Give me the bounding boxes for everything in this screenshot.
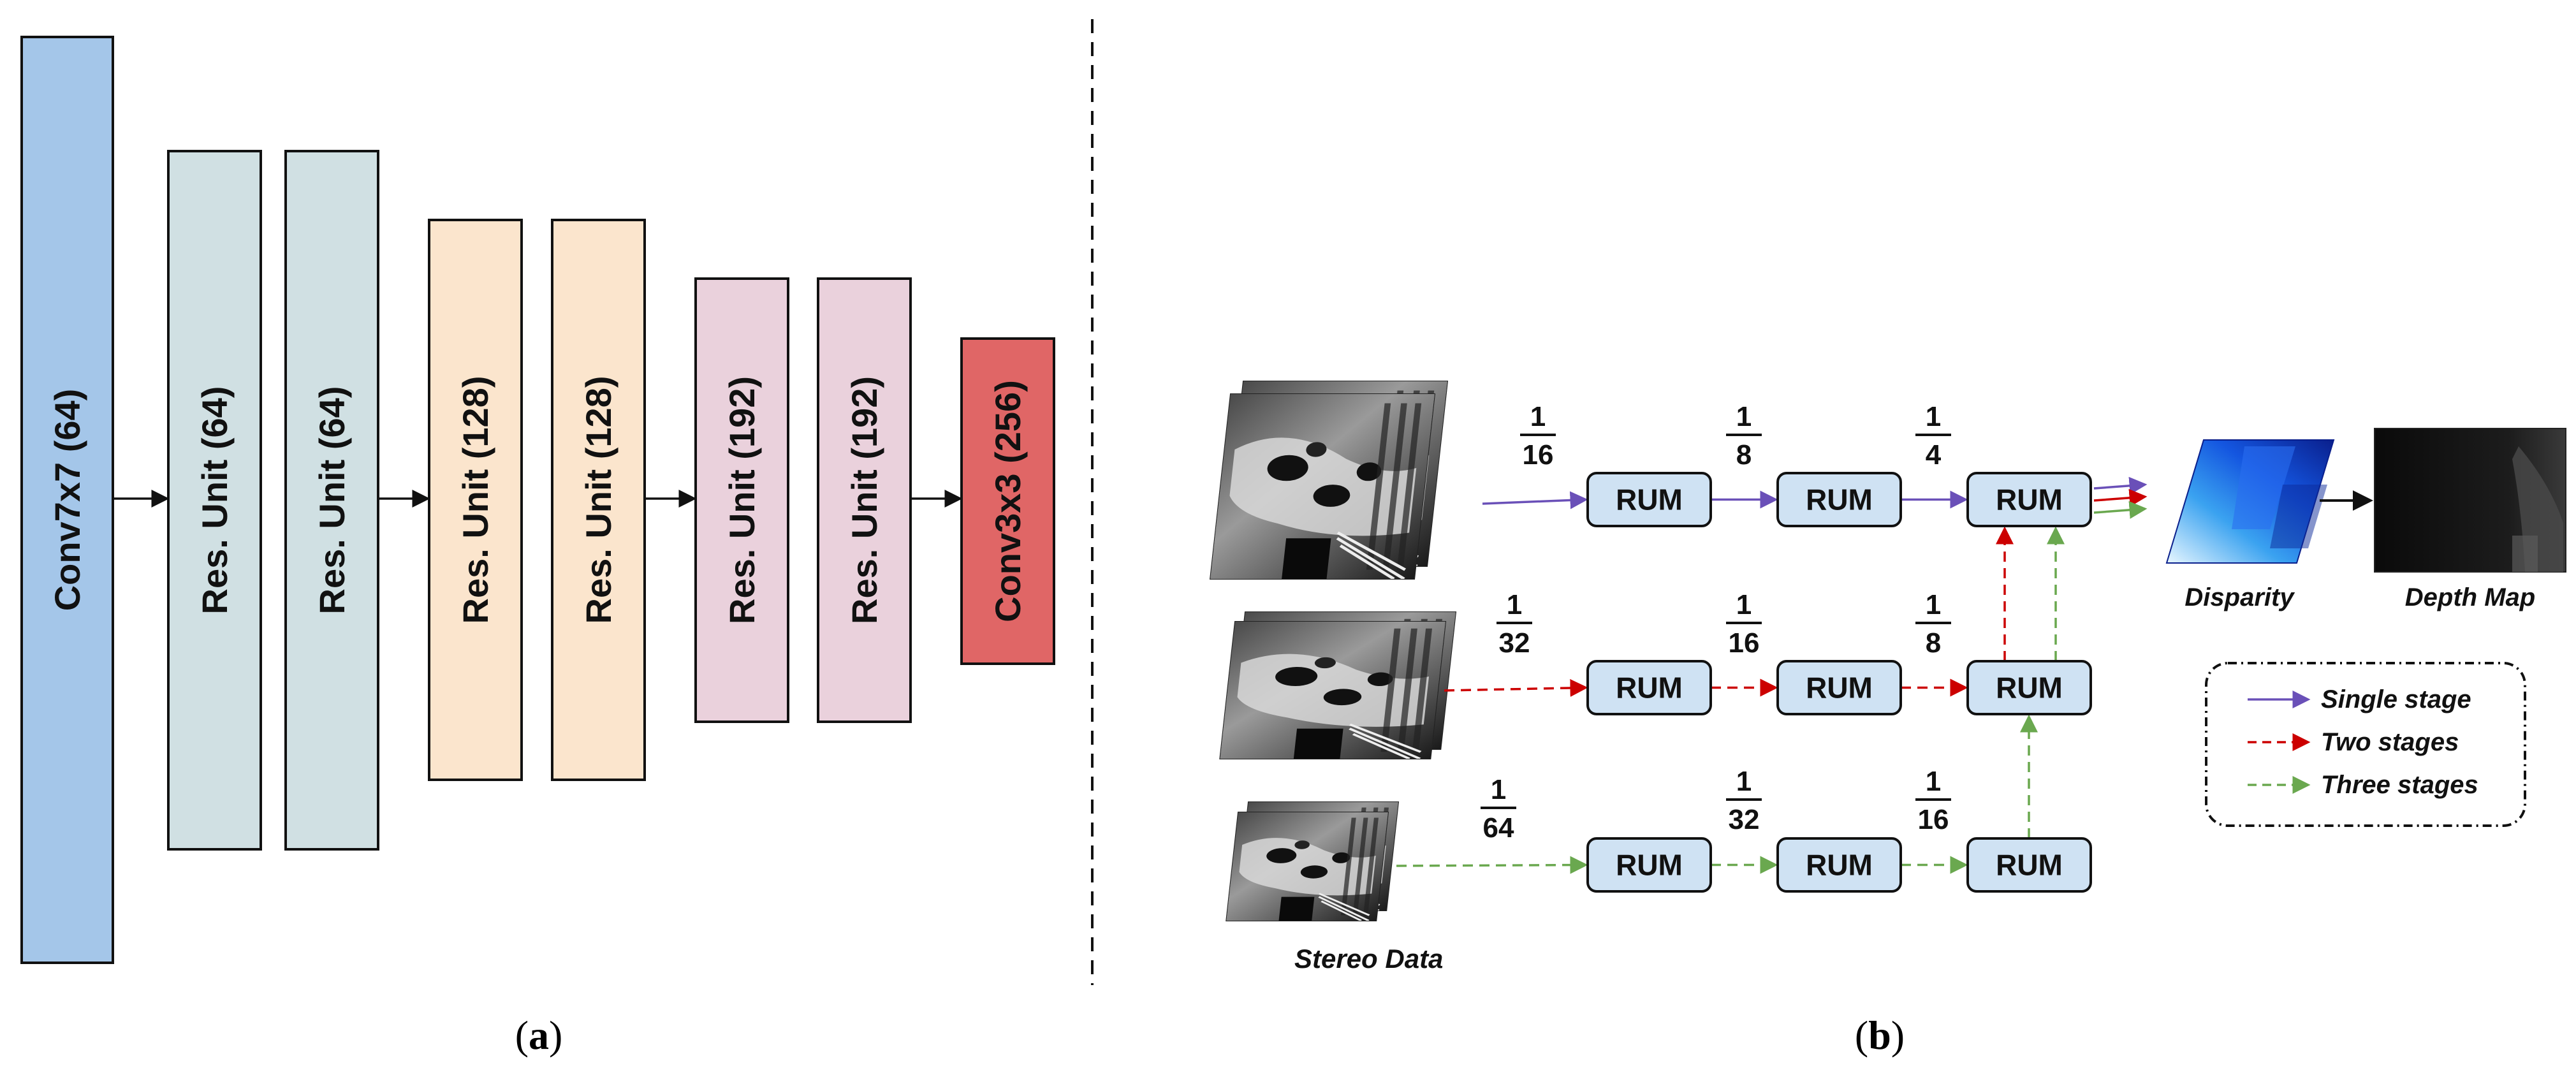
panel-a-block-label: Res. Unit (64): [194, 386, 235, 615]
row-1-fraction-1: 116: [1520, 401, 1556, 471]
row-2-fraction-3: 18: [1915, 589, 1951, 659]
row-3-fraction-2: 132: [1726, 766, 1762, 835]
panel-a-block-label: Res. Unit (128): [578, 376, 618, 624]
stereo-image-stack-1: [1209, 381, 1449, 580]
panel-b-caption: (b): [1855, 1013, 1905, 1058]
panel-a-block-label: Res. Unit (192): [844, 376, 884, 624]
row-1-input-arrow: [1482, 491, 1588, 509]
fraction-numerator: 1: [1736, 589, 1752, 620]
rum-box-r3-c1: RUM: [1586, 837, 1712, 893]
row-3-fraction-3: 116: [1915, 766, 1951, 835]
panel-a-block-3: Res. Unit (64): [284, 150, 379, 851]
rum-box-r2-c3: RUM: [1966, 660, 2092, 715]
panel-a-block-label: Res. Unit (64): [312, 386, 352, 615]
output-arrow-3: [2093, 501, 2148, 519]
output-arrow-2: [2093, 488, 2148, 507]
fraction-numerator: 1: [1530, 401, 1546, 432]
fraction-denominator: 16: [1523, 439, 1554, 471]
rum-grid: RUM RUM RUM RUM RUM RUM RUM RUM RUM: [1586, 472, 2092, 893]
panel-a-caption: (a): [515, 1013, 563, 1058]
stereo-image-stack-2: [1219, 611, 1457, 759]
fraction-numerator: 1: [1926, 589, 1941, 620]
row-2-fraction-2: 116: [1726, 589, 1762, 659]
panel-a-blocks: Conv7x7 (64) Res. Unit (64) Res. Unit (64)…: [20, 36, 1055, 964]
rum-label: RUM: [1616, 483, 1683, 516]
fraction-denominator: 32: [1729, 804, 1760, 835]
rum-box-r1-c1: RUM: [1586, 472, 1712, 527]
panel-a-block-1: Conv7x7 (64): [20, 36, 114, 964]
fraction-denominator: 8: [1736, 439, 1752, 471]
fraction-numerator: 1: [1736, 401, 1752, 432]
rum-box-r2-c2: RUM: [1776, 660, 1902, 715]
rum-connections: [1396, 476, 2148, 874]
panel-a-block-label: Res. Unit (192): [722, 376, 762, 624]
rum-box-r1-c3: RUM: [1966, 472, 2092, 527]
rum-label: RUM: [1806, 849, 1873, 882]
panel-a-block-5: Res. Unit (128): [551, 219, 646, 781]
row-1-fraction-2: 18: [1726, 401, 1762, 471]
fraction-denominator: 16: [1729, 627, 1760, 659]
panel-a-block-4: Res. Unit (128): [428, 219, 523, 781]
fraction-denominator: 64: [1483, 812, 1514, 844]
legend-label: Two stages: [2321, 728, 2459, 756]
depth-map: [2374, 428, 2566, 573]
panel-a-block-label: Conv3x3 (256): [988, 380, 1028, 622]
legend-item-3: Three stages: [2248, 771, 2478, 799]
rum-label: RUM: [1616, 671, 1683, 705]
row-2-input-arrow: [1444, 678, 1588, 697]
rum-label: RUM: [1806, 483, 1873, 516]
panel-a-block-8: Conv3x3 (256): [960, 337, 1055, 665]
output-arrow-1: [2093, 476, 2148, 495]
panel-a-block-7: Res. Unit (192): [817, 277, 912, 723]
fraction-denominator: 4: [1926, 439, 1942, 471]
rum-box-r1-c2: RUM: [1776, 472, 1902, 527]
row-3-fraction-1: 164: [1481, 774, 1516, 844]
fraction-numerator: 1: [1491, 774, 1506, 805]
row-3-input-arrow: [1396, 856, 1588, 874]
rum-label: RUM: [1996, 483, 2063, 516]
fraction-numerator: 1: [1736, 766, 1752, 797]
rum-label: RUM: [1996, 671, 2063, 705]
stereo-data-label: Stereo Data: [1294, 944, 1443, 974]
row-2-fraction-1: 132: [1497, 589, 1532, 659]
fraction-denominator: 32: [1499, 627, 1530, 659]
row-1-fraction-3: 14: [1915, 401, 1951, 471]
legend-item-1: Single stage: [2248, 685, 2471, 713]
stereo-image-stack-3: [1226, 801, 1400, 921]
depth-map-label: Depth Map: [2405, 583, 2535, 611]
fraction-numerator: 1: [1926, 766, 1941, 797]
panel-a-block-2: Res. Unit (64): [167, 150, 262, 851]
panel-a: Conv7x7 (64) Res. Unit (64) Res. Unit (64)…: [20, 36, 1055, 1058]
rum-box-r3-c2: RUM: [1776, 837, 1902, 893]
panel-a-block-label: Conv7x7 (64): [47, 389, 87, 611]
legend-label: Single stage: [2321, 685, 2471, 713]
rum-label: RUM: [1806, 671, 1873, 705]
panel-a-block-label: Res. Unit (128): [455, 376, 495, 624]
legend-item-2: Two stages: [2248, 728, 2459, 756]
legend-label: Three stages: [2321, 771, 2478, 799]
rum-label: RUM: [1616, 849, 1683, 882]
rum-box-r2-c1: RUM: [1586, 660, 1712, 715]
rum-label: RUM: [1996, 849, 2063, 882]
panel-a-block-6: Res. Unit (192): [694, 277, 789, 723]
disparity-label: Disparity: [2184, 583, 2295, 611]
disparity-map: [2165, 439, 2335, 564]
fraction-numerator: 1: [1507, 589, 1522, 620]
fraction-denominator: 16: [1918, 804, 1949, 835]
fraction-numerator: 1: [1926, 401, 1941, 432]
fraction-denominator: 8: [1926, 627, 1941, 659]
rum-box-r3-c3: RUM: [1966, 837, 2092, 893]
